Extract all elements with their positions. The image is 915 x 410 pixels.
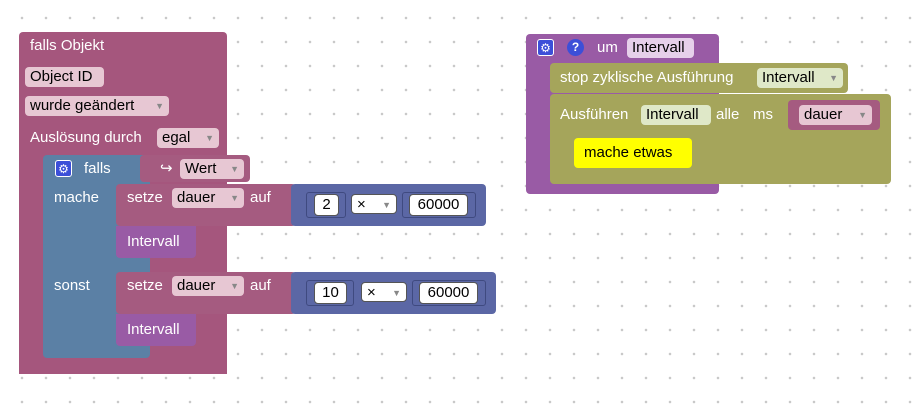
dropdown-arrow-icon: ▼ [230, 193, 239, 203]
set2-variable-label: dauer [177, 277, 216, 294]
dauer-dropdown-label: dauer [804, 106, 843, 123]
help-icon[interactable]: ? [567, 39, 584, 56]
gear-icon[interactable]: ⚙ [55, 160, 72, 177]
dropdown-arrow-icon: ▼ [155, 101, 164, 111]
alle-label: alle [716, 106, 740, 123]
ausloesung-dropdown-label: egal [162, 129, 191, 146]
gear-icon[interactable]: ⚙ [537, 39, 554, 56]
dropdown-arrow-icon: ▼ [829, 73, 838, 83]
operator-label-2: × [367, 284, 376, 301]
trigger-dropdown-label: wurde geändert [30, 97, 135, 114]
run-interval-name-field[interactable]: Intervall [641, 105, 711, 125]
operator-label-1: × [357, 196, 366, 213]
stop-interval-dropdown[interactable]: Intervall ▼ [757, 68, 843, 88]
dropdown-arrow-icon: ▼ [205, 133, 214, 143]
dropdown-arrow-icon: ▼ [858, 110, 867, 120]
dauer-dropdown[interactable]: dauer ▼ [799, 105, 872, 125]
dropdown-arrow-icon: ▼ [382, 200, 391, 210]
setze-label: setze [127, 277, 163, 294]
trigger-dropdown[interactable]: wurde geändert ▼ [25, 96, 169, 116]
intervall-block-2[interactable] [116, 314, 196, 346]
ausloesung-label: Auslösung durch [30, 129, 142, 146]
wert-arrow: ↪ [160, 160, 173, 177]
auf-label: auf [250, 189, 271, 206]
set1-variable-dropdown[interactable]: dauer ▼ [172, 188, 244, 208]
dropdown-arrow-icon: ▼ [230, 164, 239, 174]
set2-variable-dropdown[interactable]: dauer ▼ [172, 276, 244, 296]
number-field-a1[interactable]: 2 [314, 194, 339, 216]
sonst-label: sonst [54, 277, 90, 294]
number-field-b1[interactable]: 60000 [409, 194, 468, 216]
procedure-name-field[interactable]: Intervall [627, 38, 694, 58]
intervall-label-1: Intervall [127, 233, 180, 250]
stop-label: stop zyklische Ausführung [560, 69, 734, 86]
operator-dropdown-2[interactable]: × ▼ [361, 282, 407, 302]
set1-variable-label: dauer [177, 189, 216, 206]
wert-dropdown[interactable]: Wert ▼ [180, 159, 244, 179]
wert-dropdown-label: Wert [185, 160, 217, 177]
run-label: Ausführen [560, 106, 629, 123]
auf-label: auf [250, 277, 271, 294]
ausloesung-dropdown[interactable]: egal ▼ [157, 128, 219, 148]
operator-dropdown-1[interactable]: × ▼ [351, 194, 397, 214]
number-field-b2[interactable]: 60000 [419, 282, 478, 304]
mache-etwas-block[interactable] [574, 138, 692, 168]
event-header-label: falls Objekt [30, 37, 105, 54]
dropdown-arrow-icon: ▼ [230, 281, 239, 291]
dropdown-arrow-icon: ▼ [392, 288, 401, 298]
mache-etwas-label: mache etwas [584, 144, 673, 161]
event-block-bottom [19, 360, 227, 374]
falls-label: falls [84, 160, 111, 177]
mache-label: mache [54, 189, 100, 206]
ms-label: ms [753, 106, 773, 123]
setze-label: setze [127, 189, 163, 206]
intervall-label-2: Intervall [127, 321, 180, 338]
stop-interval-label: Intervall [762, 69, 815, 86]
um-label: um [597, 39, 618, 56]
intervall-block-1[interactable] [116, 226, 196, 258]
number-field-a2[interactable]: 10 [314, 282, 347, 304]
object-id-field[interactable]: Object ID [25, 67, 104, 87]
